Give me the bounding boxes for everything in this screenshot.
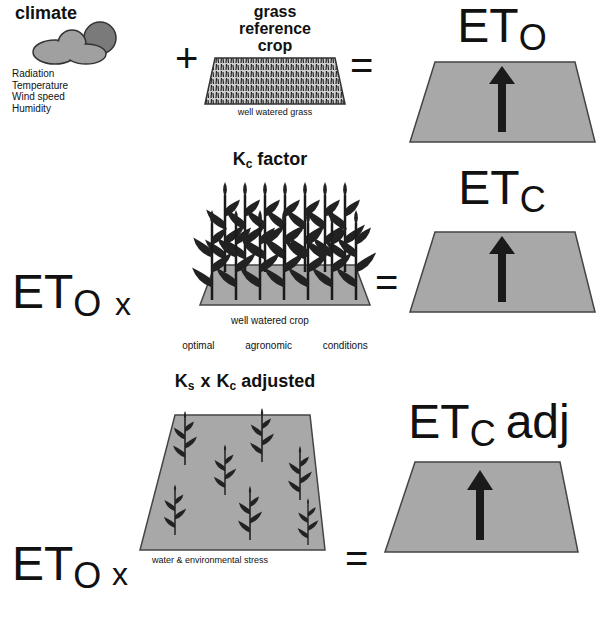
operator-label: = bbox=[350, 45, 373, 85]
operator-label: = bbox=[375, 262, 398, 302]
field-node: climateRadiation Temperature Wind speed … bbox=[5, 2, 155, 116]
field-node: KsxKcadjustedwater & environmental stres… bbox=[110, 368, 370, 600]
subscript-label: O bbox=[73, 558, 101, 594]
subscript-text: c bbox=[246, 158, 253, 170]
symbol-text: ET bbox=[408, 398, 469, 446]
operator-label: ET bbox=[12, 268, 73, 316]
subscript-label: O bbox=[73, 286, 101, 322]
symbol-text: adj bbox=[506, 398, 570, 446]
operator-label: x bbox=[115, 288, 131, 320]
node-caption: Radiation Temperature Wind speed Humidit… bbox=[12, 68, 87, 114]
node-caption: optimal agronomic conditions bbox=[120, 340, 430, 351]
symbol-text: K bbox=[233, 150, 246, 168]
field-node: grass reference crop well watered grass bbox=[195, 2, 355, 137]
subscript-text: O bbox=[519, 20, 547, 56]
symbol-text: K bbox=[175, 372, 188, 390]
subscript-text: s bbox=[188, 380, 195, 392]
subscript-text: C bbox=[470, 416, 496, 452]
subscript-text: C bbox=[520, 182, 546, 218]
node-caption: well watered crop bbox=[180, 315, 360, 326]
operator-label: = bbox=[345, 538, 368, 578]
field-node: Kcfactor well watered crop optimal agronom… bbox=[120, 150, 432, 365]
symbol-text: ET bbox=[457, 2, 518, 50]
symbol-text: adjusted bbox=[241, 372, 315, 390]
operator-label: + bbox=[175, 38, 198, 78]
symbol-text: K bbox=[217, 372, 230, 390]
symbol-text: ET bbox=[458, 164, 519, 212]
subscript-text: c bbox=[230, 380, 237, 392]
field-node: ETC bbox=[405, 164, 600, 222]
node-caption: well watered grass bbox=[235, 108, 315, 118]
node-caption: water & environmental stress bbox=[140, 556, 280, 566]
operator-label: ET bbox=[12, 540, 73, 588]
node-heading: climate bbox=[15, 4, 135, 24]
field-node: ETO bbox=[405, 2, 600, 60]
symbol-text: x bbox=[200, 372, 210, 390]
field-node: ETCadj bbox=[378, 398, 600, 458]
node-heading: grass reference crop bbox=[220, 4, 330, 54]
operator-label: x bbox=[112, 558, 128, 590]
symbol-text: factor bbox=[257, 150, 307, 168]
